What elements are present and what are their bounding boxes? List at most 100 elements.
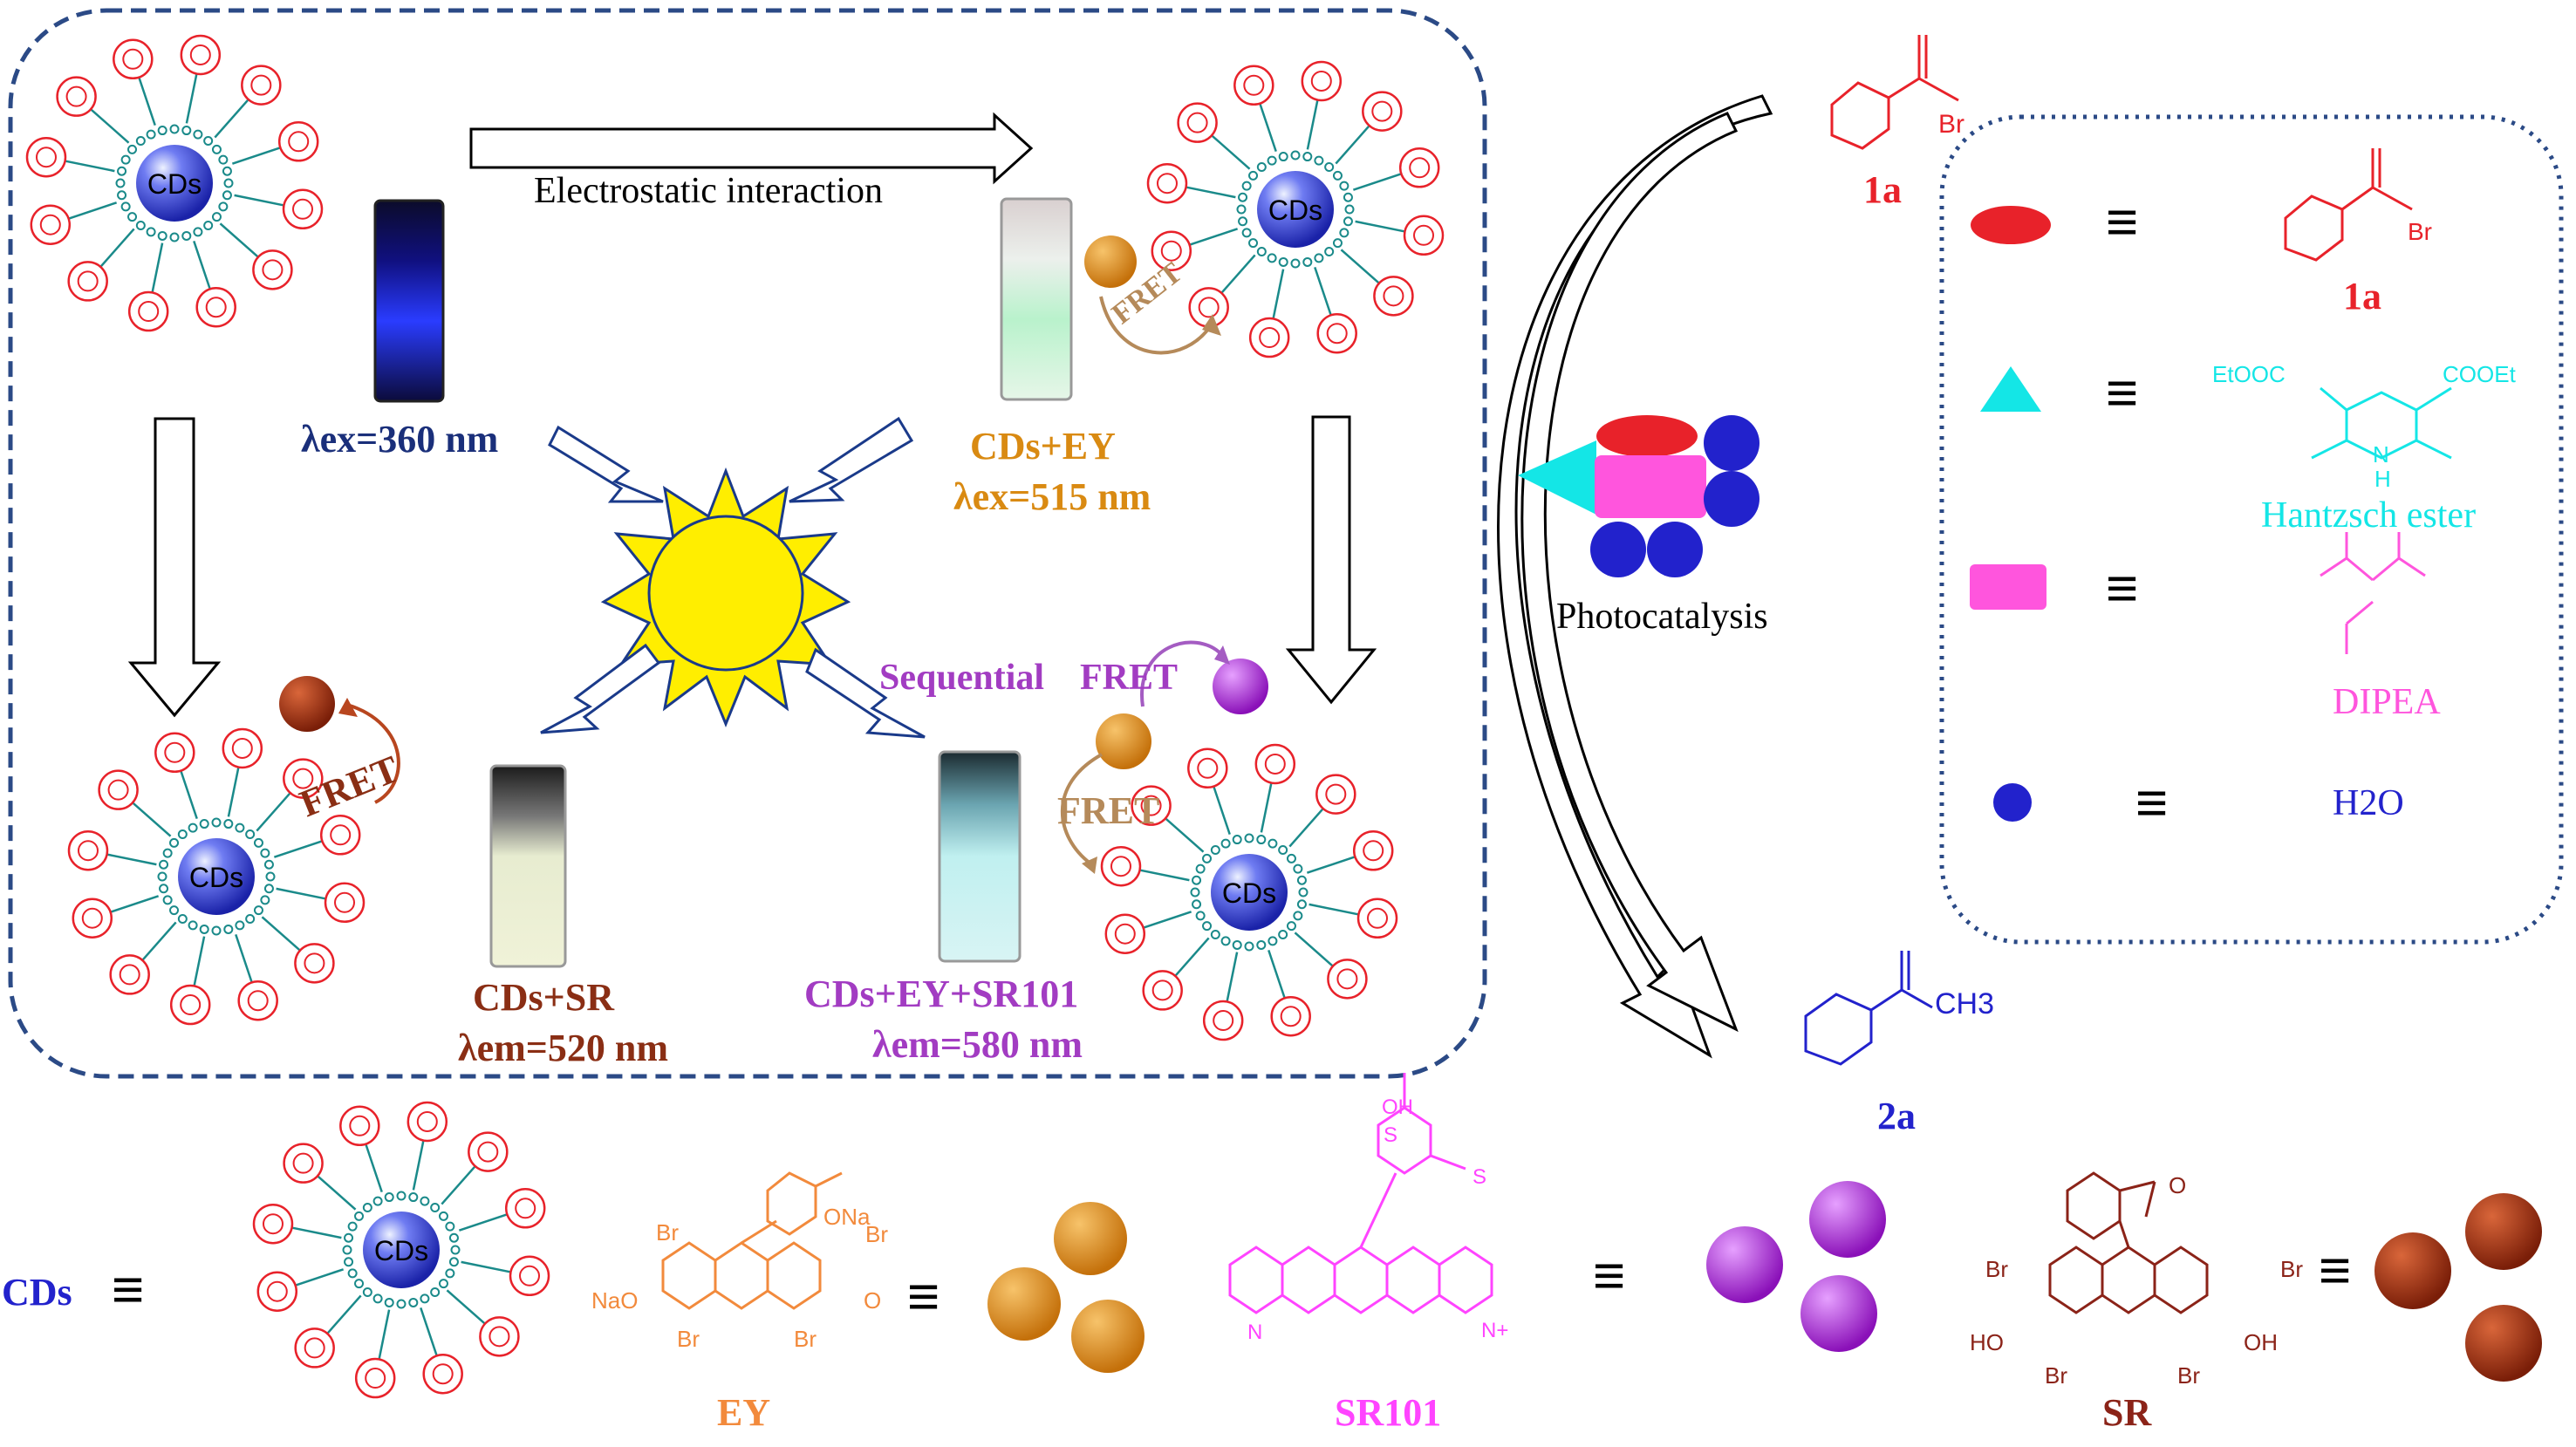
fret-arrow-bottom-left <box>346 703 400 804</box>
carbon-dot-core <box>363 1212 440 1288</box>
sr-sphere-1 <box>2465 1193 2542 1270</box>
emission-520-label: λem=520 nm <box>458 1027 668 1069</box>
legend-equiv-4: ≡ <box>2135 771 2169 834</box>
bolt-bottom-right <box>805 647 926 739</box>
sr101-s2-label: S <box>1472 1165 1487 1189</box>
equiv-ey: ≡ <box>907 1265 940 1328</box>
photocatalysis-label: Photocatalysis <box>1556 597 1768 637</box>
sr-br-4: Br <box>2177 1362 2200 1389</box>
hantzsch-n-label: N <box>2373 441 2389 468</box>
ey-nao-label: NaO <box>591 1287 639 1314</box>
arrow-electrostatic <box>469 112 1034 185</box>
red-ellipse <box>1596 415 1698 457</box>
ey-sphere-bottom-right <box>1096 713 1151 769</box>
legend-red-ellipse <box>1971 206 2051 244</box>
product-2a-label: 2a <box>1877 1095 1916 1137</box>
legend-1a-label: 1a <box>2343 275 2381 317</box>
excitation-515-label: λex=515 nm <box>953 475 1151 518</box>
bolt-top-right <box>789 416 914 503</box>
hantzsch-etooc-label: EtOOC <box>2212 361 2286 387</box>
legend-br-label: Br <box>2408 218 2432 245</box>
legend-magenta-rect <box>1970 564 2046 610</box>
arrow-down-right <box>1285 415 1377 705</box>
sr-sphere-bottom-left <box>279 676 335 732</box>
structure-dipea <box>2320 532 2426 654</box>
fret-arrow-bottom-right-2 <box>1140 640 1223 707</box>
legend-equiv-1: ≡ <box>2106 190 2139 253</box>
structure-sr101 <box>1228 1073 1493 1314</box>
sequential-label: Sequential <box>879 658 1045 698</box>
photocatalysis-assembly <box>1518 415 1759 577</box>
cds-ey-sr101-label: CDs+EY+SR101 <box>804 973 1079 1015</box>
carbon-dot-core <box>1257 171 1334 248</box>
structure-1a-legend <box>2284 148 2413 262</box>
carbon-dot-label: CDs <box>374 1235 428 1266</box>
ey-o-label: O <box>864 1287 882 1314</box>
sr101-oh-label: OH <box>1382 1095 1413 1119</box>
legend-cyan-triangle <box>1980 366 2041 412</box>
fret-bottom-right-label: FRET <box>1057 789 1160 832</box>
lightning-bolts <box>540 416 926 739</box>
carbon-dot-cluster: CDs <box>25 34 324 332</box>
sr101-n-label: N <box>1247 1321 1263 1344</box>
carbon-dot-cluster: CDs <box>252 1101 550 1399</box>
fret-arrow-bottom-right-1 <box>1060 753 1103 865</box>
sr101-name-label: SR101 <box>1335 1391 1442 1434</box>
excitation-360-label: λex=360 nm <box>301 418 499 461</box>
vial-cds-sr <box>489 764 567 968</box>
magenta-rect <box>1595 455 1706 518</box>
carbon-dot-cluster: CDs <box>67 727 366 1026</box>
arrow-curve-inner <box>1520 112 1739 1033</box>
carbon-dot-label: CDs <box>189 862 243 893</box>
vial-cds <box>373 199 445 403</box>
ey-sphere-1 <box>1054 1202 1127 1275</box>
reactant-1a-label: 1a <box>1863 168 1902 211</box>
sr-br-2: Br <box>2280 1256 2303 1282</box>
sr-sphere-2 <box>2374 1232 2451 1309</box>
carbon-dot-core <box>1211 854 1288 931</box>
legend-blue-dot <box>1993 783 2032 822</box>
equiv-sr101: ≡ <box>1593 1244 1626 1307</box>
sr101-s1-label: S <box>1384 1123 1398 1147</box>
sr101-sphere-1 <box>1809 1181 1886 1258</box>
structure-sr <box>2048 1171 2209 1314</box>
electrostatic-label: Electrostatic interaction <box>534 171 883 211</box>
ey-sphere-top <box>1084 235 1137 288</box>
ey-ona-label: ONa <box>823 1204 871 1230</box>
emission-580-label: λem=580 nm <box>872 1023 1083 1066</box>
sr101-sphere-bottom-right <box>1213 659 1268 714</box>
hantzsch-ester-label: Hantzsch ester <box>2261 495 2477 536</box>
vial-cds-ey <box>1000 197 1073 401</box>
sr-ho-label: HO <box>1970 1329 2004 1355</box>
main-panel-frame <box>8 8 1487 1079</box>
sr-br-1: Br <box>1985 1256 2008 1282</box>
bolt-top-left <box>548 425 664 503</box>
arrow-curve-outer <box>1497 94 1773 1059</box>
ey-br-2: Br <box>865 1221 888 1247</box>
carbon-dot-core <box>178 838 255 915</box>
structure-2a <box>1804 951 1933 1066</box>
structure-1a-top <box>1830 35 1959 150</box>
cyan-triangle <box>1518 440 1596 515</box>
sr-o-label: O <box>2169 1172 2187 1198</box>
carbon-dot-cluster: CDs <box>1100 743 1398 1041</box>
carbon-dot-label: CDs <box>147 168 202 200</box>
sr-name-label: SR <box>2102 1391 2152 1434</box>
structure-hantzsch <box>2311 386 2452 460</box>
legend-equiv-2: ≡ <box>2106 361 2139 424</box>
ey-sphere-2 <box>987 1267 1061 1341</box>
legend-equiv-3: ≡ <box>2106 556 2139 619</box>
arrow-down-left <box>127 417 222 718</box>
ey-br-1: Br <box>656 1219 679 1246</box>
sr101-nplus-label: N+ <box>1481 1319 1509 1342</box>
bolt-bottom-left <box>540 643 661 734</box>
sr101-sphere-3 <box>1800 1275 1877 1352</box>
br-label-top: Br <box>1938 110 1964 139</box>
sr-sphere-3 <box>2465 1305 2542 1382</box>
cds-bottom-label: CDs <box>2 1271 72 1314</box>
ch3-label: CH3 <box>1935 987 1995 1020</box>
sr101-sphere-2 <box>1706 1226 1783 1303</box>
vial-cds-ey-sr101 <box>938 750 1022 963</box>
ey-name-label: EY <box>717 1391 771 1434</box>
